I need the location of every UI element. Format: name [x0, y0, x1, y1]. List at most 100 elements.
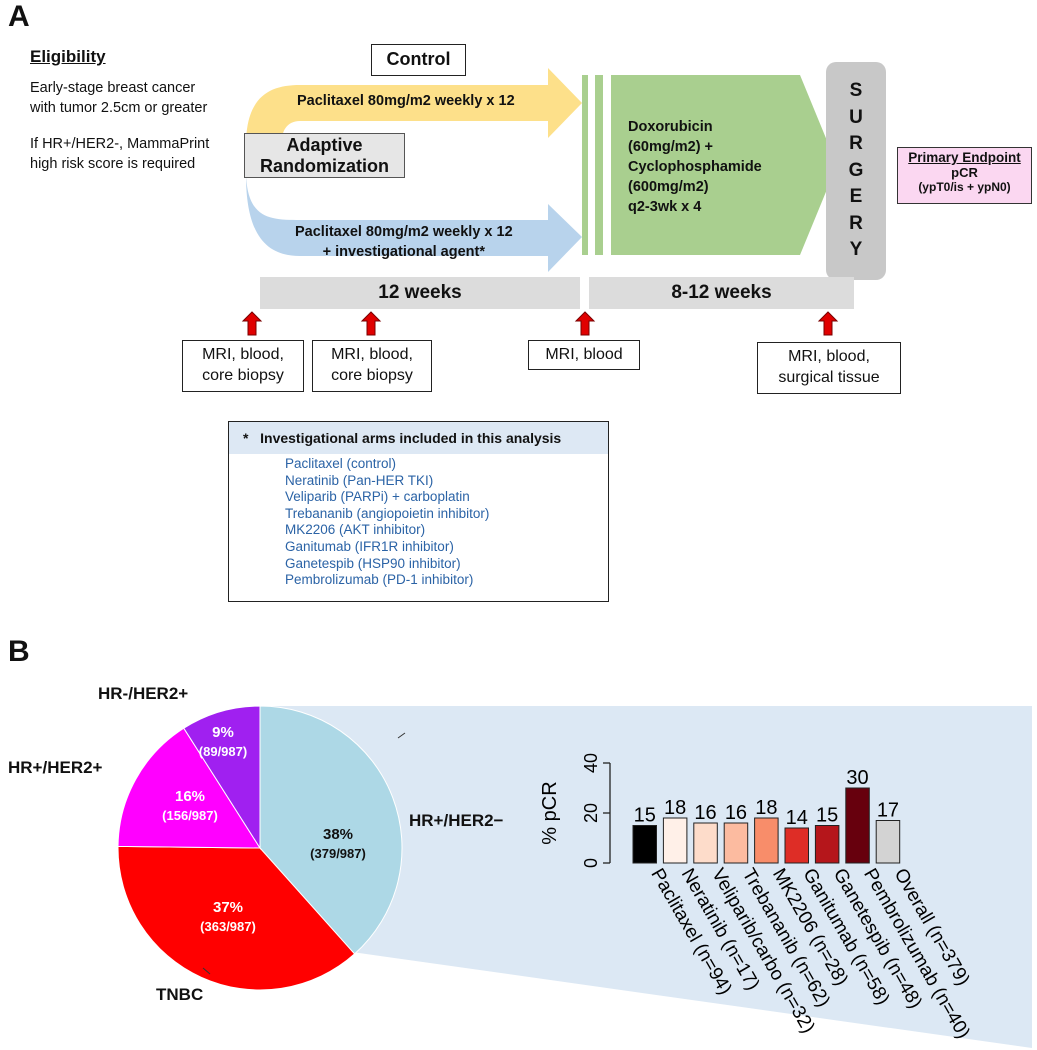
endpoint-line: pCR — [951, 165, 978, 180]
bar-value-label: 16 — [725, 802, 747, 824]
panel-b-label: B — [8, 635, 30, 668]
timepoint-box: MRI, blood, core biopsy — [182, 340, 304, 392]
eligibility-text-2: If HR+/HER2-, MammaPrint high risk score… — [30, 134, 209, 174]
surgery-letter: R — [849, 212, 863, 234]
ac-dose-bar — [582, 75, 588, 255]
slice-pct: 38% — [322, 826, 354, 843]
surgery-letter: S — [849, 80, 863, 101]
bar-value-label: 30 — [846, 767, 868, 789]
eligibility-text-1: Early-stage breast cancer with tumor 2.5… — [30, 78, 207, 118]
eligibility-line: If HR+/HER2-, MammaPrint — [30, 136, 210, 152]
eligibility-title: Eligibility — [30, 47, 106, 66]
sample-arrow-icon — [817, 311, 839, 336]
investigational-arm-label: Paclitaxel 80mg/m2 weekly x 12 + investi… — [295, 222, 513, 262]
bar-value-label: 17 — [877, 800, 899, 822]
ac-line: (60mg/m2) + — [628, 139, 714, 155]
randomization-line: Randomization — [260, 156, 389, 176]
eligibility-line: high risk score is required — [30, 156, 196, 172]
investigational-arm-line: Paclitaxel 80mg/m2 weekly x 12 — [295, 224, 513, 240]
timepoint-line: MRI, blood, — [788, 348, 870, 365]
surgery-letter: U — [849, 106, 863, 128]
timepoint-line: surgical tissue — [778, 369, 880, 386]
bar-value-label: 18 — [664, 797, 686, 819]
bar-value-label: 15 — [634, 805, 656, 827]
pie-label-hr-pos-her2-pos: HR+/HER2+ — [8, 758, 103, 777]
bar-value-label: 15 — [816, 805, 838, 827]
investigational-arm-line: + investigational agent* — [322, 244, 486, 260]
y-axis-label: % pCR — [539, 781, 561, 844]
timepoint-box: MRI, blood — [528, 340, 640, 370]
pie-slice — [183, 705, 261, 850]
ac-line: Doxorubicin — [628, 119, 713, 135]
timepoint-line: core biopsy — [202, 367, 284, 384]
endpoint-line: (ypT0/is + ypN0) — [918, 180, 1011, 194]
label-leader — [397, 732, 406, 739]
primary-endpoint-box: Primary Endpoint pCR (ypT0/is + ypN0) — [897, 147, 1032, 204]
ac-regimen-text: Doxorubicin (60mg/m2) + Cyclophosphamide… — [628, 117, 762, 217]
bar — [784, 827, 809, 864]
sample-arrow-icon — [360, 311, 382, 336]
slice-frac: (89/987) — [198, 744, 248, 759]
bar-value-label: 18 — [755, 797, 777, 819]
eligibility-line: with tumor 2.5cm or greater — [30, 100, 208, 116]
pie-label-hr-neg-her2-pos: HR-/HER2+ — [98, 684, 189, 703]
timeline-12-weeks: 12 weeks — [260, 277, 580, 309]
investigational-arms-list: Paclitaxel (control) Neratinib (Pan-HER … — [229, 454, 608, 589]
timepoint-line: MRI, blood, — [331, 346, 413, 363]
ac-regimen-block — [611, 75, 837, 255]
surgery-letter: G — [848, 159, 864, 181]
ac-line: (600mg/m2) — [628, 179, 709, 195]
bar — [754, 817, 779, 864]
bar — [632, 825, 657, 864]
ac-line: Cyclophosphamide — [628, 159, 762, 175]
timepoint-line: core biopsy — [331, 367, 413, 384]
pie-slice — [117, 727, 261, 849]
slice-frac: (156/987) — [162, 808, 218, 823]
list-item: Trebananib (angiopoietin inhibitor) — [285, 505, 490, 521]
timepoint-line: MRI, blood — [545, 346, 623, 363]
investigational-arm-arrow — [246, 175, 582, 272]
bar — [693, 822, 718, 864]
y-tick-label: 40 — [581, 753, 601, 773]
timeline-8-12-weeks: 8-12 weeks — [589, 277, 854, 309]
control-arm-label: Paclitaxel 80mg/m2 weekly x 12 — [297, 93, 515, 109]
label-leader — [202, 967, 211, 975]
investigational-header-text: Investigational arms included in this an… — [260, 430, 562, 446]
investigational-arms-header: * Investigational arms included in this … — [229, 422, 608, 454]
surgery-letter: E — [849, 186, 863, 207]
slice-pct-tnbc: 37% (363/987) — [172, 898, 284, 936]
pie-label-tnbc: TNBC — [156, 985, 204, 1004]
bar — [814, 825, 840, 864]
list-item: Veliparib (PARPi) + carboplatin — [285, 489, 470, 505]
bar — [875, 820, 901, 864]
subtype-pie — [117, 705, 403, 991]
bar — [723, 822, 749, 864]
list-item: Ganetespib (HSP90 inhibitor) — [285, 555, 461, 571]
timepoint-box: MRI, blood, surgical tissue — [757, 342, 901, 394]
control-label-box: Control — [371, 44, 466, 76]
slice-frac: (379/987) — [310, 846, 366, 861]
pie-slice — [117, 845, 356, 991]
panel-a-label: A — [8, 0, 30, 33]
zoom-wedge — [260, 706, 1032, 1048]
y-tick-label: 0 — [581, 858, 601, 868]
pie-label-hr-pos-her2-neg: HR+/HER2− — [409, 811, 504, 830]
investigational-arms-box: * Investigational arms included in this … — [228, 421, 609, 602]
y-tick-label: 20 — [581, 803, 601, 823]
control-arm-arrow — [246, 68, 582, 140]
slice-pct-hr-pos-her2-neg: 38% (379/987) — [282, 825, 394, 863]
pie-slice — [259, 705, 403, 955]
surgery-letter: R — [849, 133, 863, 154]
ac-line: q2-3wk x 4 — [628, 199, 702, 215]
trial-schema-diagram — [241, 62, 886, 336]
asterisk-icon: * — [243, 430, 249, 446]
slice-pct: 9% — [212, 724, 234, 741]
slice-pct-hr-pos-her2-pos: 16% (156/987) — [140, 787, 240, 825]
timepoint-box: MRI, blood, core biopsy — [312, 340, 432, 392]
slice-pct: 37% — [212, 899, 244, 916]
bar — [845, 787, 870, 864]
slice-pct: 16% — [174, 788, 206, 805]
bar-value-label: 16 — [694, 802, 716, 824]
eligibility-line: Early-stage breast cancer — [30, 80, 196, 96]
